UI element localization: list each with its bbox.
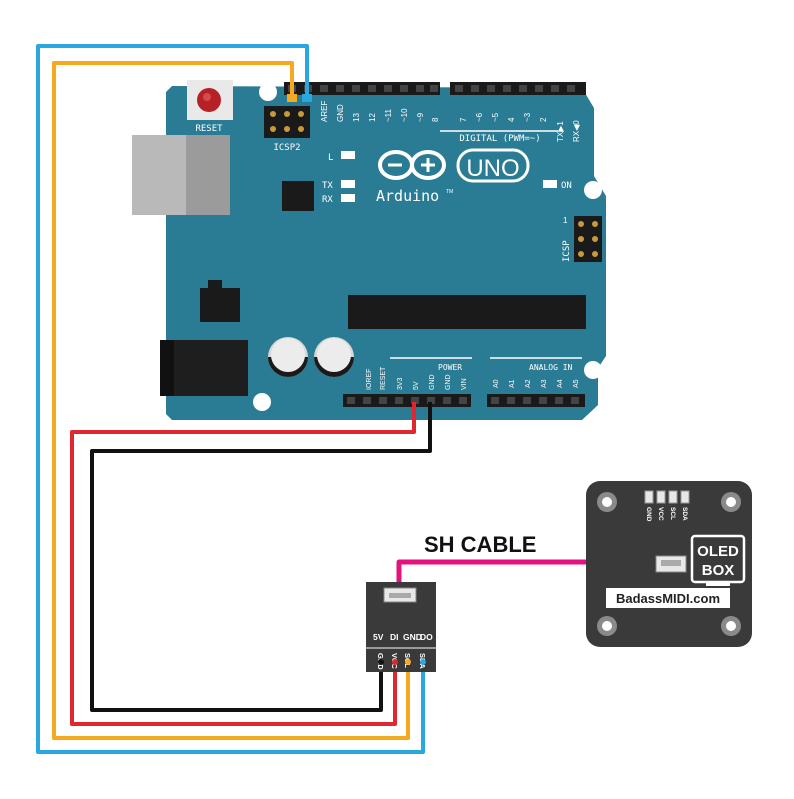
analog-pin-label: A1 xyxy=(509,379,516,388)
analog-pin-label: A3 xyxy=(541,379,548,388)
oled-pin-label: SDA xyxy=(681,507,688,521)
digital-pin-labels: AREF GND 13 12 ~11 ~10 ~9 8 7 ~6 ~5 4 ~3… xyxy=(320,101,581,142)
mounting-hole xyxy=(253,393,271,411)
digital-pin-label: 7 xyxy=(459,117,468,122)
analog-header xyxy=(487,394,585,407)
led-tx xyxy=(341,180,355,188)
analog-pin-label: A4 xyxy=(557,379,564,388)
digital-pin-label: ~5 xyxy=(491,112,500,122)
digital-label: DIGITAL (PWM=~) xyxy=(459,134,540,144)
oled-pin-label: VCC xyxy=(657,507,664,521)
adapter-top-label: 5V xyxy=(373,632,384,642)
capacitor xyxy=(268,337,308,377)
led-l xyxy=(341,151,355,159)
trademark: TM xyxy=(446,189,453,195)
adapter-top-label: DO xyxy=(420,632,433,642)
sh-cable-label: SH CABLE xyxy=(424,532,536,557)
reset-label: RESET xyxy=(195,124,223,134)
digital-pin-label: TX▶1 xyxy=(556,121,565,142)
analog-pin-labels: A0 A1 A2 A3 A4 A5 xyxy=(493,379,580,388)
icsp-header xyxy=(574,216,602,262)
oled-box-logo: OLED BOX xyxy=(690,534,746,586)
led-rx-label: RX xyxy=(322,195,333,205)
oled-pin-label: GND xyxy=(645,507,652,522)
adapter-top-label: GND xyxy=(403,632,422,642)
adapter-top-label: DI xyxy=(390,632,399,642)
digital-pin-label: 12 xyxy=(368,113,377,122)
model-label: UNO xyxy=(466,155,519,182)
analog-label: ANALOG IN xyxy=(529,363,573,372)
digital-pin-label: RX◀0 xyxy=(572,120,581,142)
digital-header-right xyxy=(450,82,586,95)
power-pin-label: 3V3 xyxy=(397,377,404,390)
digital-pin-label: ~10 xyxy=(400,108,409,122)
microcontroller-chip xyxy=(348,295,586,329)
icsp2-label: ICSP2 xyxy=(273,143,300,153)
wire-red-vcc xyxy=(70,402,416,726)
digital-pin-label: AREF xyxy=(320,101,329,122)
power-pin-label: 5V xyxy=(413,381,420,390)
wire-pin-tips xyxy=(287,94,312,102)
power-pin-label: IOREF xyxy=(366,369,373,390)
uno-badge: UNO xyxy=(456,148,530,183)
board-pcb xyxy=(166,86,606,420)
led-l-label: L xyxy=(328,153,333,163)
power-label: POWER xyxy=(438,363,462,372)
digital-pin-label: 13 xyxy=(352,113,361,122)
power-pin-label: GND xyxy=(445,374,452,390)
mounting-hole xyxy=(584,181,602,199)
wires xyxy=(36,44,664,754)
led-rx xyxy=(341,194,355,202)
power-pin-label: RESET xyxy=(380,366,387,390)
icsp-pin1-label: 1 xyxy=(563,216,568,225)
power-header xyxy=(343,394,471,407)
reset-button xyxy=(187,80,233,120)
led-on-label: ON xyxy=(561,181,572,191)
analog-pin-label: A5 xyxy=(573,379,580,388)
icsp-label: ICSP xyxy=(562,240,572,262)
power-pin-labels: IOREF RESET 3V3 5V GND GND VIN xyxy=(366,366,468,390)
capacitor xyxy=(314,337,354,377)
digital-pin-label: ~11 xyxy=(384,108,393,122)
digital-pin-label: ~6 xyxy=(475,112,484,122)
power-pin-label: VIN xyxy=(461,378,468,390)
digital-pin-label: 2 xyxy=(539,117,548,122)
oled-website: BadassMIDI.com xyxy=(616,591,720,606)
digital-pin-label: ~3 xyxy=(523,112,532,122)
power-jack xyxy=(160,340,248,396)
led-on xyxy=(543,180,557,188)
adapter-top-labels: 5V DI GND DO xyxy=(373,632,433,642)
wire-orange-scl xyxy=(52,61,410,740)
led-tx-label: TX xyxy=(322,181,333,191)
arduino-uno-board: RESET ICSP2 AREF GND 13 12 ~11 xyxy=(132,80,606,420)
digital-pin-label: GND xyxy=(336,104,345,122)
brand-label: Arduino xyxy=(376,187,439,205)
oled-pin-pads xyxy=(644,490,690,504)
digital-pin-label: 8 xyxy=(431,117,440,122)
mounting-hole xyxy=(584,361,602,379)
power-pin-label: GND xyxy=(429,374,436,390)
analog-pin-label: A0 xyxy=(493,379,500,388)
oled-pin-label: SCL xyxy=(669,507,676,520)
digital-pin-label: ~9 xyxy=(416,112,425,122)
icsp2-header xyxy=(264,106,310,138)
arduino-logo-icon xyxy=(378,150,446,180)
oled-logo-line2: BOX xyxy=(702,562,735,579)
wire-black-gnd xyxy=(90,402,432,712)
oled-logo-line1: OLED xyxy=(697,543,739,560)
oled-box-module: GND VCC SCL SDA OLED BOX BadassMIDI.com xyxy=(586,481,752,647)
usb-chip xyxy=(282,181,314,211)
oled-pin-labels: GND VCC SCL SDA xyxy=(645,507,688,522)
analog-pin-label: A2 xyxy=(525,379,532,388)
voltage-regulator xyxy=(200,288,240,322)
adapter-board: 5V DI GND DO GND VCC SCL SDA xyxy=(366,582,436,672)
wire-blue-sda xyxy=(36,44,425,754)
mounting-hole xyxy=(259,83,277,101)
digital-pin-label: 4 xyxy=(507,117,516,122)
